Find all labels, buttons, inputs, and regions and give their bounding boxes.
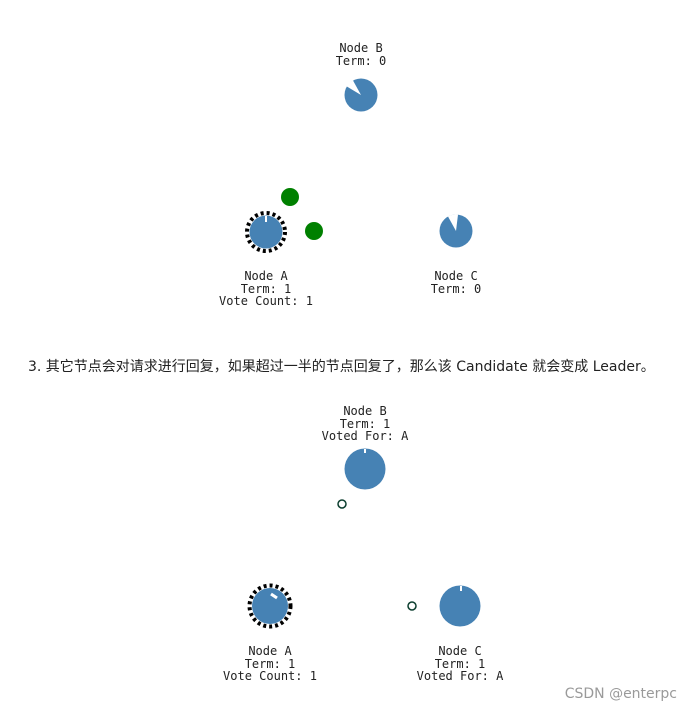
diagram-2-canvas xyxy=(247,448,481,629)
vote-request-message-to-c xyxy=(305,222,323,240)
node-b-circle xyxy=(344,78,378,112)
diagram-1-canvas xyxy=(245,78,473,253)
node-c-circle xyxy=(439,214,473,248)
vote-reply-message-from-c xyxy=(407,601,417,611)
watermark: CSDN @enterpc xyxy=(564,686,677,702)
node-c-circle xyxy=(439,585,481,627)
node-a-circle xyxy=(247,583,293,629)
step-caption: 3. 其它节点会对请求进行回复，如果超过一半的节点回复了，那么该 Candida… xyxy=(28,359,655,375)
node-b-circle xyxy=(344,448,386,490)
vote-request-message-to-b xyxy=(281,188,299,206)
vote-reply-message-from-b xyxy=(337,499,347,509)
node-a-circle xyxy=(245,211,287,253)
